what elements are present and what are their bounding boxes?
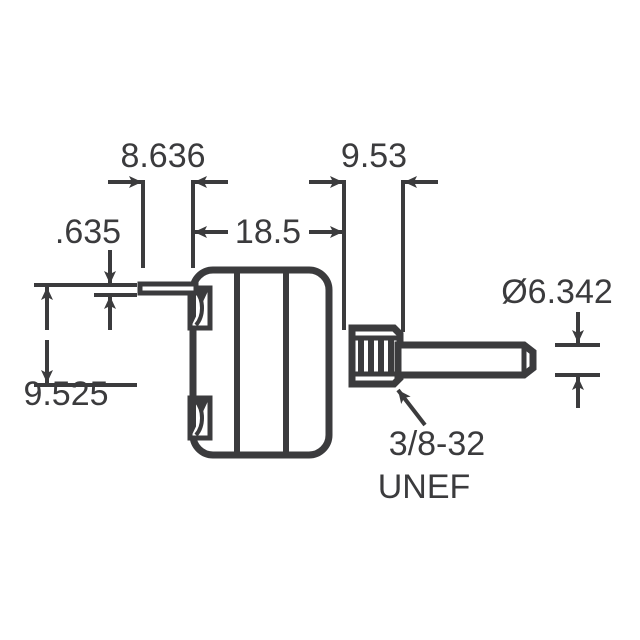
dimension-labels: 8.636 9.53 .635 18.5 9.525 Ø6.342	[23, 137, 612, 413]
body-outline	[189, 266, 333, 459]
rotary-shaft	[394, 341, 537, 379]
thread-note-line-2: UNEF	[378, 468, 471, 506]
dimension-label-8636: 8.636	[120, 137, 205, 175]
extension-lines	[34, 180, 600, 387]
dimension-label-9525: 9.525	[23, 375, 108, 413]
thread-note-line-1: 3/8-32	[389, 425, 485, 463]
thread-note-leader	[396, 388, 427, 427]
threaded-bushing	[348, 324, 404, 388]
thread-callout-note: 3/8-32 UNEF	[378, 425, 485, 506]
solder-lug-lead	[137, 281, 199, 296]
dimension-arrow-lines	[41, 176, 584, 408]
potentiometer-body	[189, 266, 333, 459]
terminal-lower	[187, 395, 213, 441]
dimension-label-0635: .635	[55, 213, 121, 251]
dimension-label-18-5: 18.5	[235, 213, 301, 251]
terminal-upper	[187, 285, 213, 331]
dimension-label-diameter-6342: Ø6.342	[501, 273, 613, 311]
dimension-label-9-53: 9.53	[341, 137, 407, 175]
